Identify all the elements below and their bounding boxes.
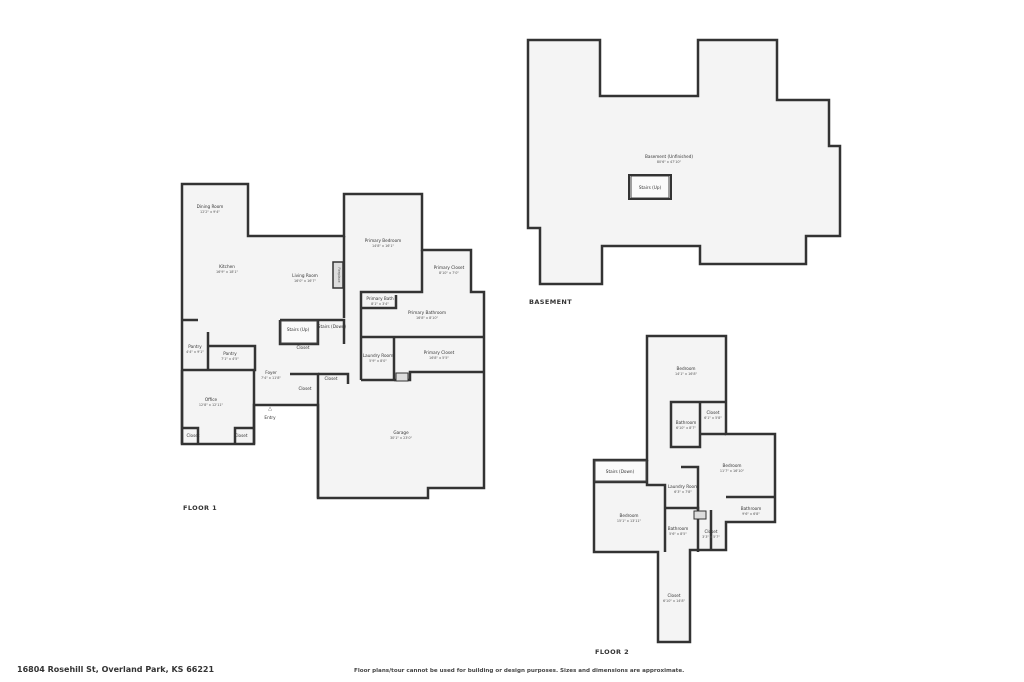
- room-name: Closet: [234, 433, 247, 438]
- room-name: Closet: [298, 386, 311, 391]
- room-name: Closet: [667, 593, 680, 598]
- room-dims: 14'1" x 16'8": [675, 372, 698, 376]
- room-name: Primary Bedroom: [365, 238, 401, 243]
- basement-plan: Basement (Unfinished) 80'6" x 47'10" Sta…: [526, 38, 842, 306]
- room-dims: 6'1" x 5'8": [704, 416, 722, 420]
- room-name: Closet: [324, 376, 337, 381]
- room-name: Bedroom: [677, 366, 696, 371]
- room-dims: 6'10" x 8'7": [676, 426, 696, 430]
- room-dims: 8'1" x 3'4": [371, 302, 389, 306]
- room-dims: 6'10" x 14'8": [663, 599, 686, 603]
- room-name: Entry: [264, 415, 276, 420]
- stairs-up: [280, 320, 318, 344]
- room-name: Pantry: [188, 344, 202, 349]
- room-name: Bathroom: [741, 506, 762, 511]
- room-dims: 30'1" x 23'0": [390, 436, 413, 440]
- room-name: Fireplace: [337, 267, 341, 282]
- room-name: Primary Bath: [366, 296, 394, 301]
- room-name: Bathroom: [668, 526, 689, 531]
- room-name: Laundry Room: [668, 484, 698, 489]
- room-name: Stairs (Down): [606, 469, 635, 474]
- room-name: Primary Bathroom: [408, 310, 446, 315]
- room-name: Closet: [296, 345, 309, 350]
- room-name: Bedroom: [620, 513, 639, 518]
- room-name: Stairs (Down): [318, 324, 347, 329]
- room-name: Bathroom: [676, 420, 697, 425]
- room-name: Basement (Unfinished): [645, 154, 693, 159]
- floor2-plan: Bedroom 14'1" x 16'8" Closet 6'1" x 5'8"…: [592, 334, 777, 656]
- room-name: Primary Closet: [424, 350, 455, 355]
- room-name: Living Room: [292, 273, 318, 278]
- room-name: Garage: [393, 430, 409, 435]
- stairs-down: [594, 460, 647, 482]
- room-dims: 5'9" x 8'0": [369, 359, 387, 363]
- room-name: Stairs (Up): [639, 185, 662, 190]
- floor-label-basement: BASEMENT: [529, 298, 572, 306]
- room-name: Closet: [186, 433, 199, 438]
- floor1-outline: [180, 182, 486, 500]
- room-name: Pantry: [223, 351, 237, 356]
- room-dims: 16'0" x 16'7": [294, 279, 317, 283]
- room-dims: 16'8" x 8'10": [416, 316, 439, 320]
- floor2-outline: [592, 334, 777, 644]
- room-name: Closet: [706, 410, 719, 415]
- room-dims: 7'4" x 11'8": [261, 376, 281, 380]
- room-name: Stairs (Up): [287, 327, 310, 332]
- entry-icon: △: [268, 406, 272, 412]
- room-name: Foyer: [265, 370, 277, 375]
- room-name: Dining Room: [197, 204, 224, 209]
- disclaimer: Floor plans/tour cannot be used for buil…: [354, 668, 685, 674]
- room-dims: 15'1" x 13'11": [617, 519, 642, 523]
- room-dims: 80'6" x 47'10": [657, 160, 682, 164]
- room-dims: 3'3" x 5'7": [702, 535, 720, 539]
- room-dims: 16'9" x 18'1": [216, 270, 239, 274]
- floor1-plan: Dining Room 12'2" x 9'4" Kitchen 16'9" x…: [180, 182, 486, 512]
- room-dims: 16'8" x 5'5": [429, 356, 449, 360]
- basement-outline: [526, 38, 842, 286]
- room-dims: 5'6" x 8'5": [669, 532, 687, 536]
- room-dims: 4'4" x 9'1": [186, 350, 204, 354]
- room-dims: 12'2" x 9'4": [200, 210, 220, 214]
- property-address: 16804 Rosehill St, Overland Park, KS 662…: [17, 665, 215, 674]
- room-dims: 9'6" x 6'8": [742, 512, 760, 516]
- room-dims: 11'7" x 16'10": [720, 469, 745, 473]
- room-name: Laundry Room: [363, 353, 393, 358]
- room-dims: 7'1" x 4'5": [221, 357, 239, 361]
- room-dims: 6'3" x 7'8": [674, 490, 692, 494]
- room-dims: 12'8" x 12'11": [199, 403, 224, 407]
- room-dims: 14'8" x 16'1": [372, 244, 395, 248]
- fireplace: [332, 261, 344, 289]
- room-name: Primary Closet: [434, 265, 465, 270]
- room-name: Kitchen: [219, 264, 235, 269]
- floor-label-1: FLOOR 1: [183, 504, 217, 512]
- room-name: Office: [205, 397, 218, 402]
- room-name: Closet: [704, 529, 717, 534]
- floor-label-2: FLOOR 2: [595, 648, 629, 656]
- room-dims: 8'10" x 7'0": [439, 271, 459, 275]
- room-name: Bedroom: [723, 463, 742, 468]
